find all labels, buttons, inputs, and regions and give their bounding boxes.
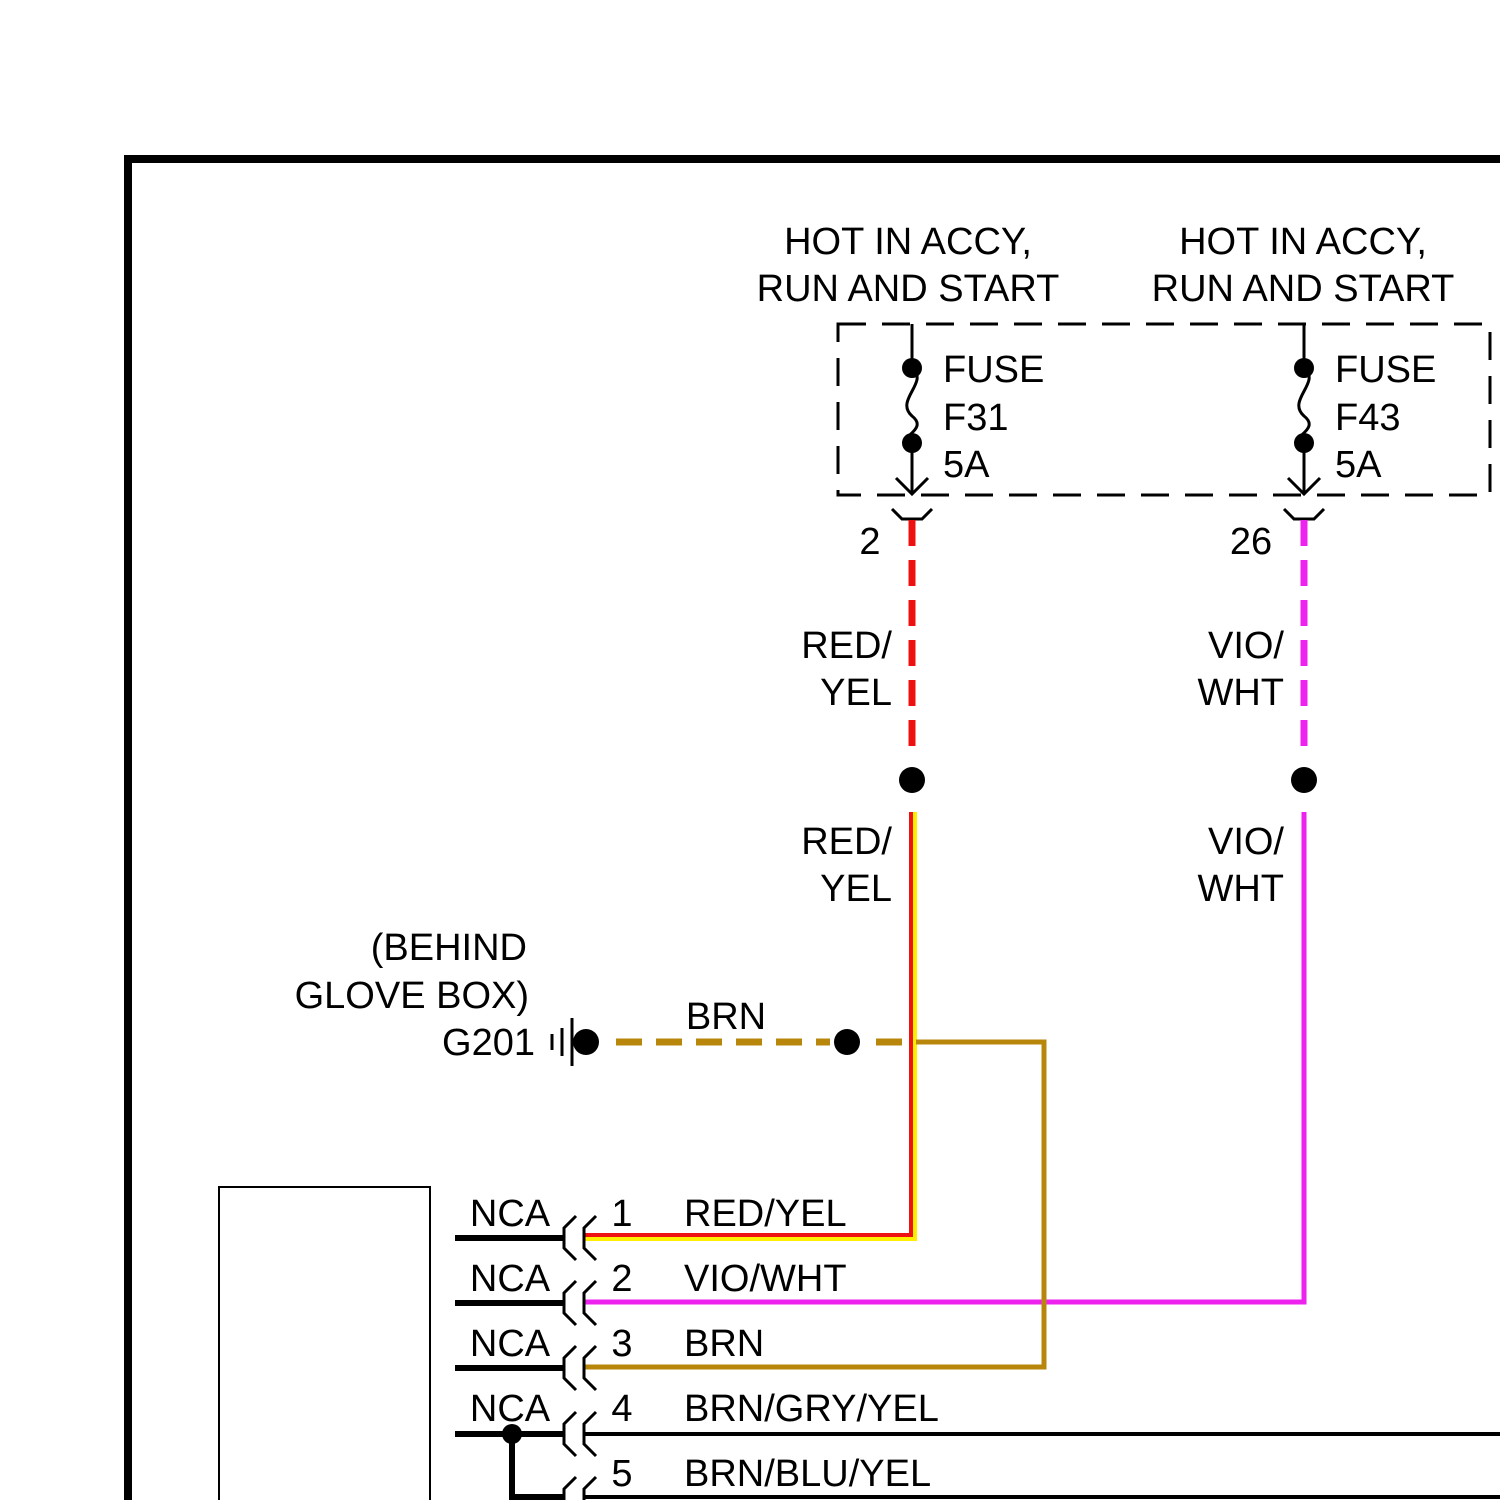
fuse-f43-label: FUSE [1335,349,1436,391]
connector-row-2-pin: 2 [611,1258,632,1300]
connector-row-1-pin: 1 [611,1193,632,1235]
connector-row-4-pin: 4 [611,1388,632,1430]
fuse-f43-id: F43 [1335,397,1400,439]
hot-label-left-line2: RUN AND START [757,268,1060,310]
vio-wht-upper-label-line2: WHT [1197,672,1284,714]
fuse-f31 [892,324,932,519]
fuse-f43 [1284,324,1324,519]
vio-wht-splice [1291,767,1317,793]
red-yel-splice [899,767,925,793]
fuse-f43-rating: 5A [1335,444,1382,486]
ground-location-line2: GLOVE BOX) [295,975,529,1017]
fuse-f31-pin: 2 [859,521,880,563]
red-yel-lower-label-line1: RED/ [801,821,892,863]
connector-row-1-nca: NCA [470,1193,551,1235]
fuse-f31-id: F31 [943,397,1008,439]
fuse-f43-pin: 26 [1230,521,1272,563]
module-box [219,1187,430,1500]
red-yel-upper-label-line1: RED/ [801,625,892,667]
vio-wht-lower-label-line2: WHT [1197,868,1284,910]
ground-terminal [573,1029,599,1055]
ground-location-line1: (BEHIND [371,927,527,969]
vio-wht-upper-label-line1: VIO/ [1208,625,1284,667]
connector-row-3-color: BRN [684,1323,764,1365]
red-yel-upper-label-line2: YEL [820,672,892,714]
connector-row-2-nca: NCA [470,1258,551,1300]
fuse-f31-rating: 5A [943,444,990,486]
vio-wht-lower-label-line1: VIO/ [1208,821,1284,863]
connector-row-3-nca: NCA [470,1323,551,1365]
connector-row-5-color: BRN/BLU/YEL [684,1453,931,1495]
red-yel-lower-label-line2: YEL [820,868,892,910]
connector-row-3-pin: 3 [611,1323,632,1365]
hot-label-right-line2: RUN AND START [1152,268,1455,310]
connector-row-4-nca: NCA [470,1388,551,1430]
brn-wire-label: BRN [686,996,766,1038]
connector-row-5-pin: 5 [611,1453,632,1495]
brn-splice [834,1029,860,1055]
fuse-f31-label: FUSE [943,349,1044,391]
connector-row-1-color: RED/YEL [684,1193,847,1235]
connector-row-4-color: BRN/GRY/YEL [684,1388,939,1430]
hot-label-left-line1: HOT IN ACCY, [784,221,1032,263]
hot-label-right-line1: HOT IN ACCY, [1179,221,1427,263]
ground-id: G201 [442,1022,535,1064]
connector-row-5 [512,1477,1500,1500]
connector-row-2-color: VIO/WHT [684,1258,847,1300]
